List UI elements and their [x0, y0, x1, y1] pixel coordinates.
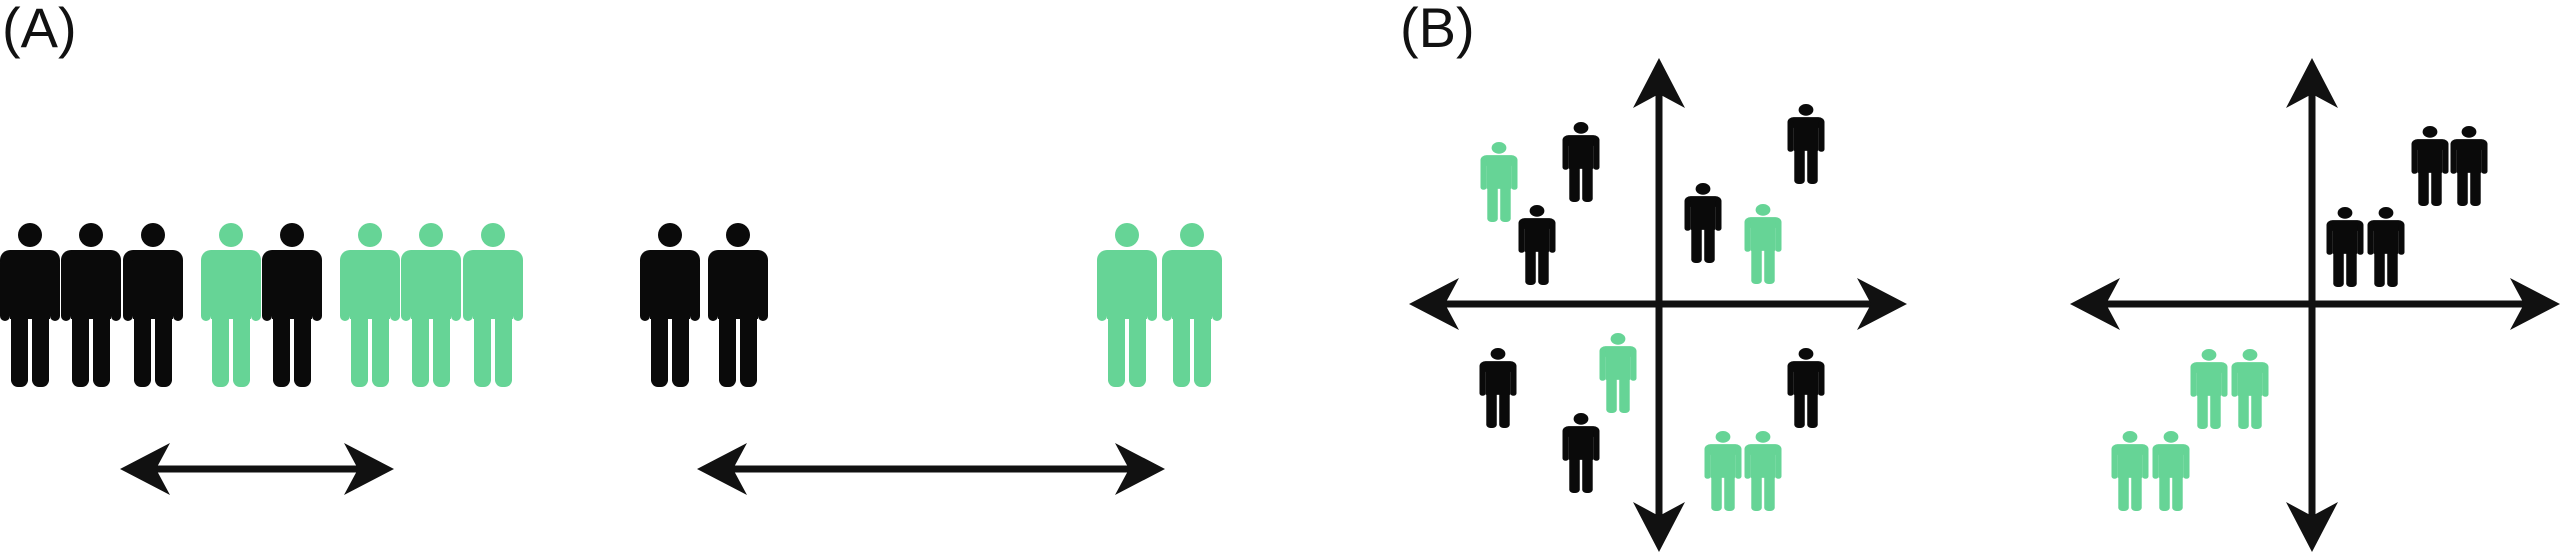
person-icon-green: [340, 223, 400, 387]
panel-a-long-arrow: [697, 443, 1165, 495]
person-icon-black: [0, 223, 60, 387]
person-icon-black: [123, 223, 183, 387]
person-icon-black: [708, 223, 768, 387]
person-icon-green: [1704, 431, 1742, 511]
panel-a-label: (A): [2, 0, 77, 59]
person-icon-green: [2231, 349, 2269, 429]
person-icon-green: [201, 223, 261, 387]
person-icon-black: [2411, 126, 2449, 206]
person-icon-black: [1479, 348, 1517, 428]
arrowhead-icon: [697, 443, 747, 495]
person-icon-green: [1480, 142, 1518, 222]
person-icon-black: [1562, 413, 1600, 493]
person-icon-green: [2111, 431, 2149, 511]
person-icon-black: [2450, 126, 2488, 206]
person-icon-green: [2190, 349, 2228, 429]
panel-b-label: (B): [1400, 0, 1475, 59]
person-icon-black: [640, 223, 700, 387]
person-icon-black: [2326, 207, 2364, 287]
person-icon-black: [61, 223, 121, 387]
arrowhead-icon: [2286, 502, 2338, 552]
arrowhead-icon: [1115, 443, 1165, 495]
panel-b-left-y-axis: [1633, 58, 1685, 552]
person-icon-green: [1744, 431, 1782, 511]
person-icon-black: [1684, 183, 1722, 263]
arrowhead-icon: [2286, 58, 2338, 108]
arrowhead-icon: [344, 443, 394, 495]
person-icon-black: [1787, 348, 1825, 428]
arrowhead-icon: [2070, 278, 2120, 330]
arrowhead-icon: [2510, 278, 2560, 330]
person-icon-green: [1162, 223, 1222, 387]
person-icon-black: [1562, 122, 1600, 202]
person-icon-green: [1097, 223, 1157, 387]
arrowhead-icon: [1857, 278, 1907, 330]
person-icon-green: [1599, 333, 1637, 413]
person-icon-black: [1518, 205, 1556, 285]
person-icon-black: [262, 223, 322, 387]
person-icon-green: [2152, 431, 2190, 511]
panel-b-right-y-axis: [2286, 58, 2338, 552]
person-icon-black: [1787, 104, 1825, 184]
person-icon-green: [463, 223, 523, 387]
person-icon-green: [401, 223, 461, 387]
arrowhead-icon: [120, 443, 170, 495]
arrowhead-icon: [1633, 58, 1685, 108]
person-icon-black: [2367, 207, 2405, 287]
person-icon-green: [1744, 204, 1782, 284]
arrowhead-icon: [1633, 502, 1685, 552]
arrowhead-icon: [1409, 278, 1459, 330]
panel-a-short-arrow: [120, 443, 394, 495]
